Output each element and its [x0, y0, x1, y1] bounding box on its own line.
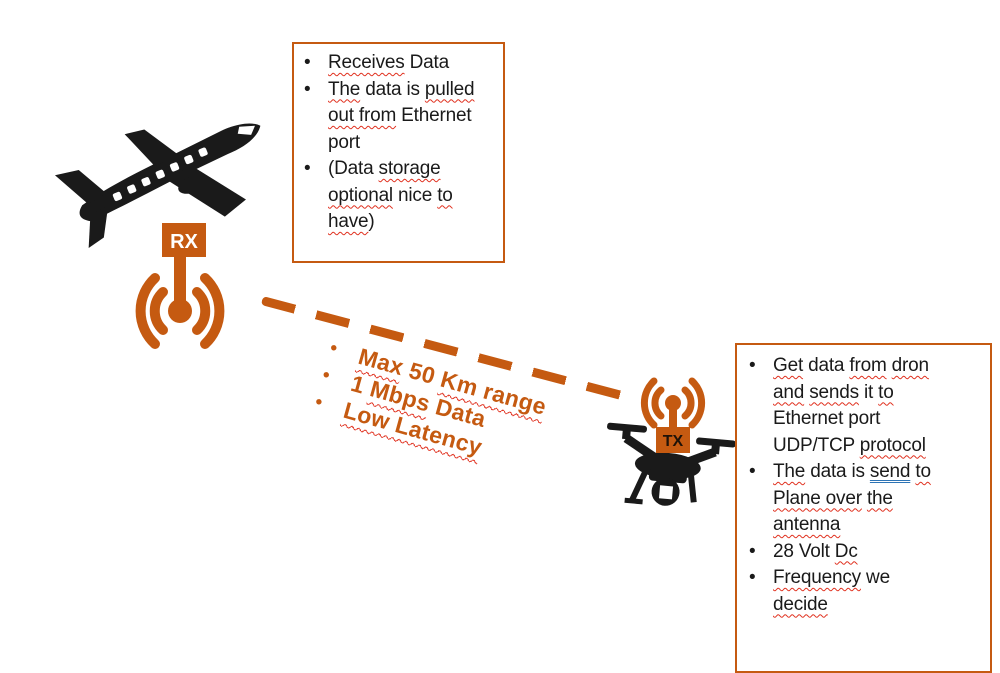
drone-camera-lens	[658, 485, 674, 500]
rx-antenna-hub	[168, 299, 192, 323]
list-item: • Receives Data	[302, 50, 499, 77]
drone-propellers	[607, 422, 737, 455]
drone-gimbal-mount	[648, 468, 688, 484]
bullet-dot: •	[749, 355, 756, 376]
bullet-dot: •	[749, 461, 756, 482]
airplane-fuselage	[79, 123, 261, 222]
bullet-dot: •	[304, 158, 311, 179]
airplane-windows	[112, 147, 208, 202]
slide-canvas: { "colors": { "accent_orange": "#C55A11"…	[54, 42, 992, 673]
airplane-engine	[178, 175, 207, 194]
rx-signal-arcs	[135, 273, 225, 349]
tx-label-badge	[656, 427, 690, 453]
airplane-icon	[54, 123, 261, 248]
tx-signal-arcs	[640, 377, 706, 429]
bullet-dot: •	[749, 540, 756, 562]
rx-antenna-icon: RX	[135, 223, 225, 349]
list-item: • 28 Volt Dc	[747, 539, 986, 566]
tx-antenna-icon: TX	[640, 377, 706, 453]
airplane-tail-fin	[54, 170, 107, 204]
rx-label-badge	[162, 223, 206, 257]
airplane-rear-stabilizer	[88, 205, 109, 248]
link-specs-list: •Max 50 Km range•1 Mbps Data•Low Latency	[312, 334, 550, 475]
tx-antenna-hub	[665, 395, 681, 411]
airplane-main-wing	[166, 165, 246, 217]
drone-icon	[607, 422, 737, 506]
bullet-dot: •	[749, 567, 756, 588]
rx-label-text: RX	[170, 231, 198, 253]
rx-antenna-mast	[174, 257, 186, 305]
tx-label-text: TX	[663, 433, 684, 450]
airplane-far-wing	[124, 129, 179, 167]
bullet-dot: •	[304, 78, 311, 100]
tx-antenna-mast	[669, 403, 677, 429]
list-item-text: 28 Volt Dc	[773, 540, 858, 562]
airplane-cockpit-window	[237, 125, 255, 135]
drone-arms-and-legs	[623, 434, 717, 505]
bullet-dot: •	[304, 52, 311, 73]
list-item-text: Receives Data	[328, 52, 449, 73]
